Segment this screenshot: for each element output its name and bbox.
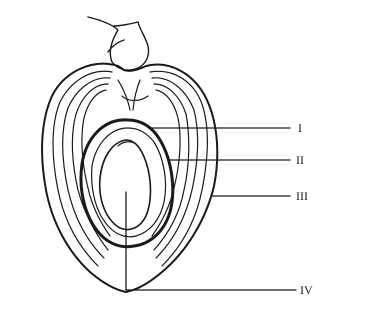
funicle-stalk xyxy=(88,17,149,70)
label-I: I xyxy=(298,121,302,135)
embryo-sac xyxy=(100,140,151,230)
label-II: II xyxy=(296,153,304,167)
label-IV: IV xyxy=(300,283,313,297)
label-III: III xyxy=(296,189,308,203)
leader-lines xyxy=(126,128,296,290)
outer-integument xyxy=(42,64,217,292)
nucellus xyxy=(81,120,173,247)
